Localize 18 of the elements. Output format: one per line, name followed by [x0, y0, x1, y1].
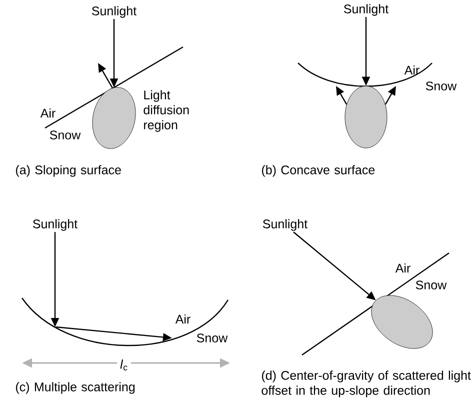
medium-label: Air [395, 263, 410, 273]
sunlight-label: Sunlight [32, 219, 78, 231]
sunlight-label: Sunlight [92, 6, 136, 18]
length-label: l$_{c}$ [117, 356, 131, 374]
diffusion-region [344, 86, 388, 148]
panel-caption: (b) Concave surface [262, 165, 375, 177]
panel-caption: (c) Multiple scattering [16, 382, 135, 394]
sunlight-label: Sunlight [262, 219, 308, 231]
medium-label: Snow [196, 334, 228, 342]
medium-label: Air [404, 65, 420, 75]
sunlight-label: Sunlight [344, 4, 388, 16]
region-label: Light diffusion region [144, 90, 189, 132]
medium-label: Air [175, 314, 190, 324]
panel-caption: (a) Sloping surface [16, 165, 121, 177]
diffusion-region [371, 295, 433, 349]
medium-label: Air [40, 108, 56, 118]
diffusion-region [92, 87, 136, 149]
panel-caption: (d) Center-of-gravity of scattered light offset in the up-slope direction [262, 370, 471, 398]
